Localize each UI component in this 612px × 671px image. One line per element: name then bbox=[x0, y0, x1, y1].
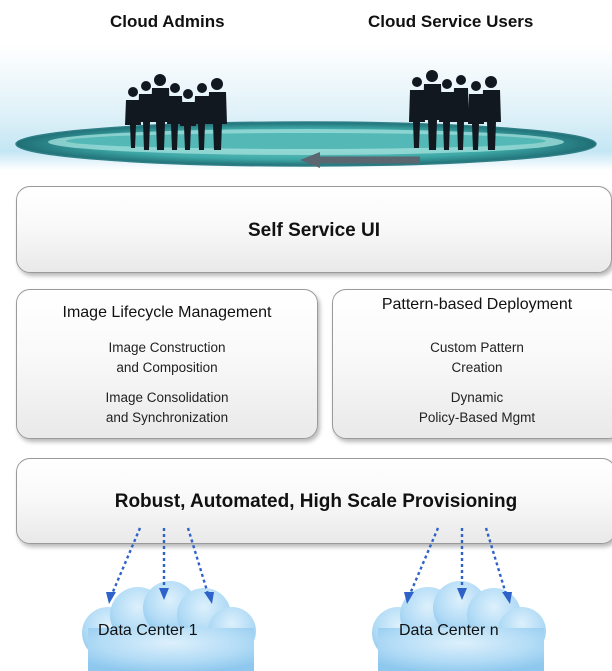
arrowheads-data-center-1 bbox=[106, 588, 214, 604]
image-construction-line1: Image Construction bbox=[108, 340, 226, 355]
custom-pattern-line2: Creation bbox=[451, 360, 503, 375]
arrows-to-data-center-n bbox=[408, 527, 508, 595]
provisioning-title: Robust, Automated, High Scale Provisioni… bbox=[114, 491, 518, 512]
image-construction-line2: and Composition bbox=[116, 360, 218, 375]
self-service-ui-layer: Self Service UI bbox=[16, 186, 612, 273]
cloud-admins-label: Cloud Admins bbox=[110, 12, 225, 31]
actors-band bbox=[0, 45, 612, 170]
data-center-1-label: Data Center 1 bbox=[98, 622, 198, 639]
arrowheads-data-center-n bbox=[404, 588, 512, 604]
image-consolidation-line2: and Synchronization bbox=[105, 410, 229, 425]
data-center-n-cloud-icon bbox=[372, 581, 546, 671]
cloud-service-users-label: Cloud Service Users bbox=[368, 12, 534, 31]
self-service-ui-title: Self Service UI bbox=[247, 220, 381, 241]
image-lifecycle-title: Image Lifecycle Management bbox=[62, 304, 272, 321]
ring-direction-arrow bbox=[300, 152, 420, 168]
provisioning-layer: Robust, Automated, High Scale Provisioni… bbox=[16, 458, 612, 544]
users-people-icon bbox=[409, 70, 501, 150]
image-consolidation-line1: Image Consolidation bbox=[105, 390, 229, 405]
pattern-deployment-box: Pattern-based Deployment Custom Pattern … bbox=[332, 289, 612, 439]
pattern-deployment-title: Pattern-based Deployment bbox=[381, 296, 573, 313]
dynamic-policy-line2: Policy-Based Mgmt bbox=[418, 410, 536, 425]
data-center-diagram bbox=[82, 527, 546, 671]
image-lifecycle-box: Image Lifecycle Management Image Constru… bbox=[16, 289, 318, 439]
dynamic-policy-line1: Dynamic bbox=[450, 390, 504, 405]
data-center-1-cloud-icon bbox=[82, 581, 256, 671]
data-center-n-label: Data Center n bbox=[399, 622, 499, 639]
custom-pattern-line1: Custom Pattern bbox=[430, 340, 524, 355]
arrows-to-data-center-1 bbox=[110, 527, 210, 595]
admins-people-icon bbox=[125, 74, 227, 150]
